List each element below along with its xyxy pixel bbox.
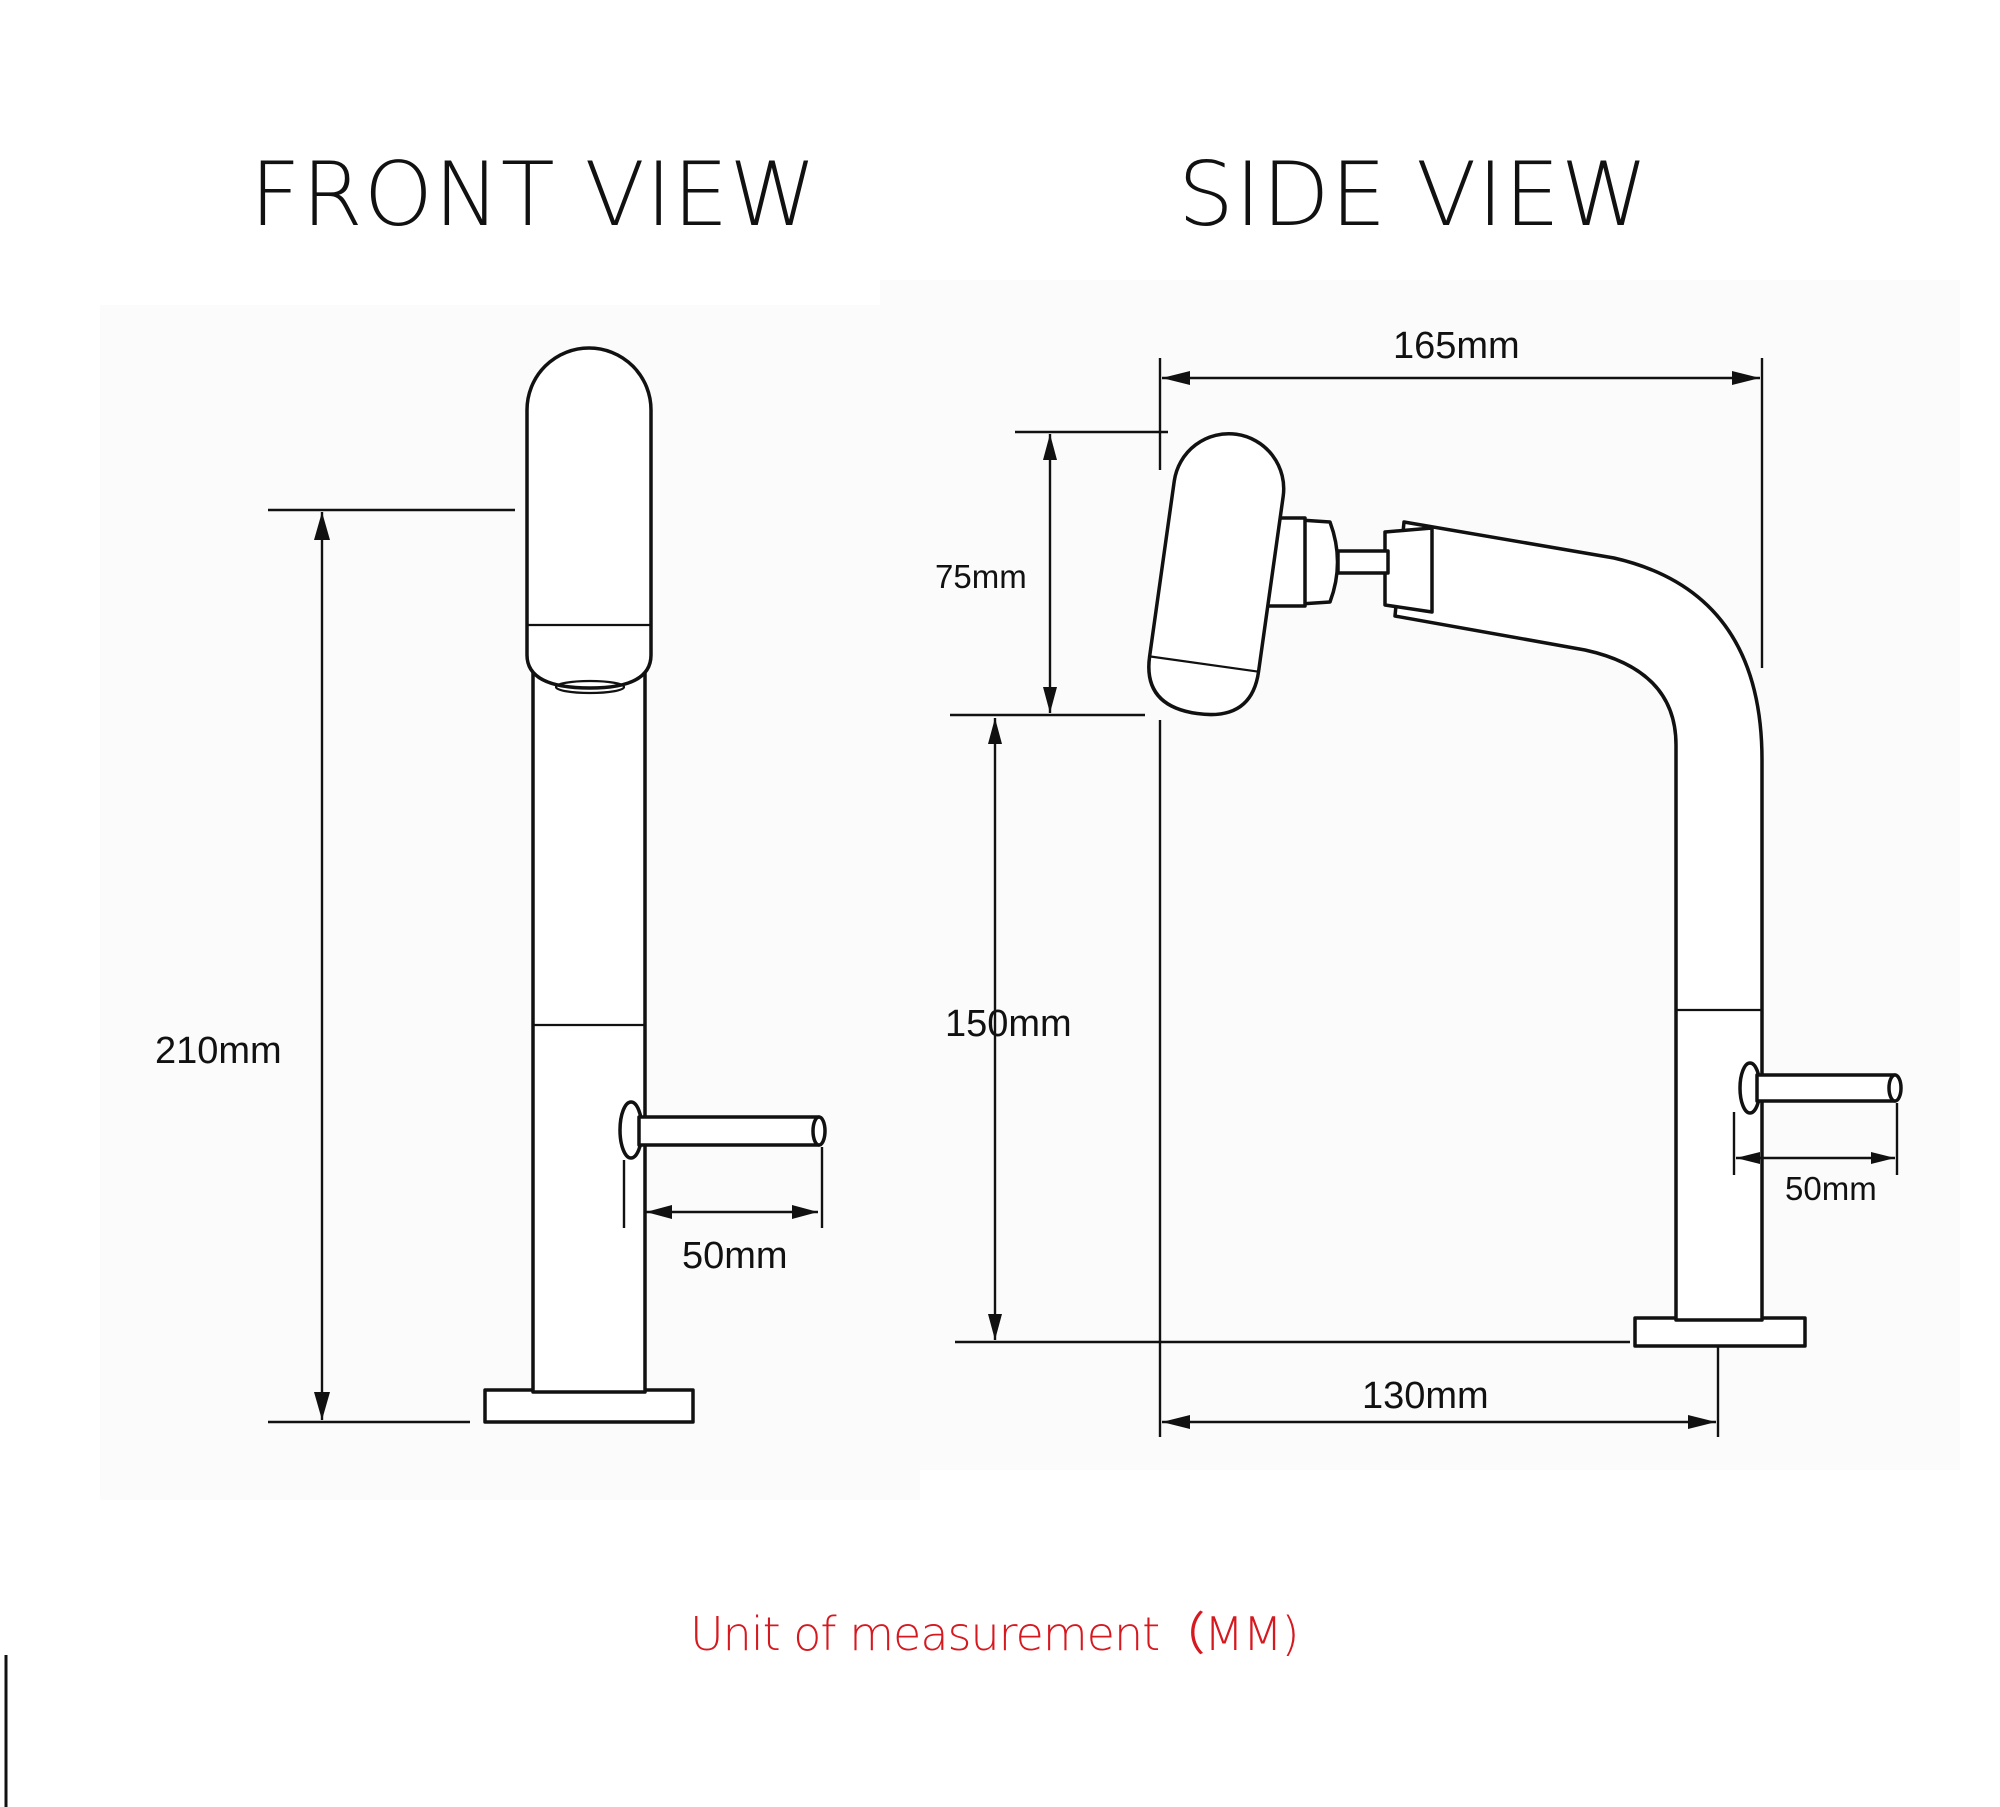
side-head-height-label: 75mm	[935, 558, 1027, 595]
side-spout-height-label: 150mm	[945, 1003, 1072, 1045]
side-swivel-shaft	[1336, 549, 1390, 575]
side-handle-lever	[1755, 1073, 1897, 1103]
side-head-arrow-top	[1043, 434, 1057, 460]
side-base-width-label: 130mm	[1362, 1375, 1489, 1417]
side-base-arrow-left	[1162, 1415, 1190, 1429]
side-width-arrow-left	[1162, 371, 1190, 385]
side-spout-arrow-bottom	[988, 1314, 1002, 1340]
side-handle-arrow-right	[1871, 1152, 1895, 1164]
front-base-plate	[483, 1388, 695, 1424]
front-view-drawing: 210mm 50mm	[155, 346, 827, 1424]
front-head	[525, 346, 653, 690]
front-handle-tip	[811, 1115, 827, 1147]
side-head	[1147, 432, 1286, 717]
front-height-arrow-bottom	[314, 1392, 330, 1420]
side-handle-tip	[1887, 1073, 1903, 1103]
front-view-title: FRONT VIEW	[250, 143, 817, 246]
front-height-arrow-top	[314, 512, 330, 540]
side-swivel-nut	[1298, 518, 1340, 606]
side-view-drawing: 165mm 75mm 150mm 130mm 50mm	[935, 325, 1903, 1437]
side-width-arrow-right	[1732, 371, 1760, 385]
side-handle-label: 50mm	[1785, 1170, 1877, 1207]
side-swivel-collar	[1383, 526, 1434, 614]
front-handle-lever	[637, 1115, 821, 1147]
front-view-panel	[100, 305, 920, 1500]
front-head-outlet	[554, 679, 626, 695]
unit-of-measurement-note: Unit of measurement（MM)	[690, 1607, 1298, 1661]
side-head-body	[1147, 432, 1286, 717]
side-base-arrow-right	[1688, 1415, 1716, 1429]
side-head-arrow-bottom	[1043, 687, 1057, 713]
front-handle-arrow-left	[646, 1205, 672, 1219]
side-handle-arrow-left	[1736, 1152, 1760, 1164]
side-head-band-line	[1149, 655, 1259, 673]
side-base-plate	[1633, 1316, 1807, 1348]
side-spout-arrow-top	[988, 718, 1002, 744]
front-height-label: 210mm	[155, 1030, 282, 1072]
front-handle-arrow-right	[792, 1205, 818, 1219]
side-view-title: SIDE VIEW	[1178, 143, 1649, 246]
front-handle-label: 50mm	[682, 1235, 788, 1277]
side-view-panel	[880, 280, 1960, 1470]
side-width-top-label: 165mm	[1393, 325, 1520, 367]
